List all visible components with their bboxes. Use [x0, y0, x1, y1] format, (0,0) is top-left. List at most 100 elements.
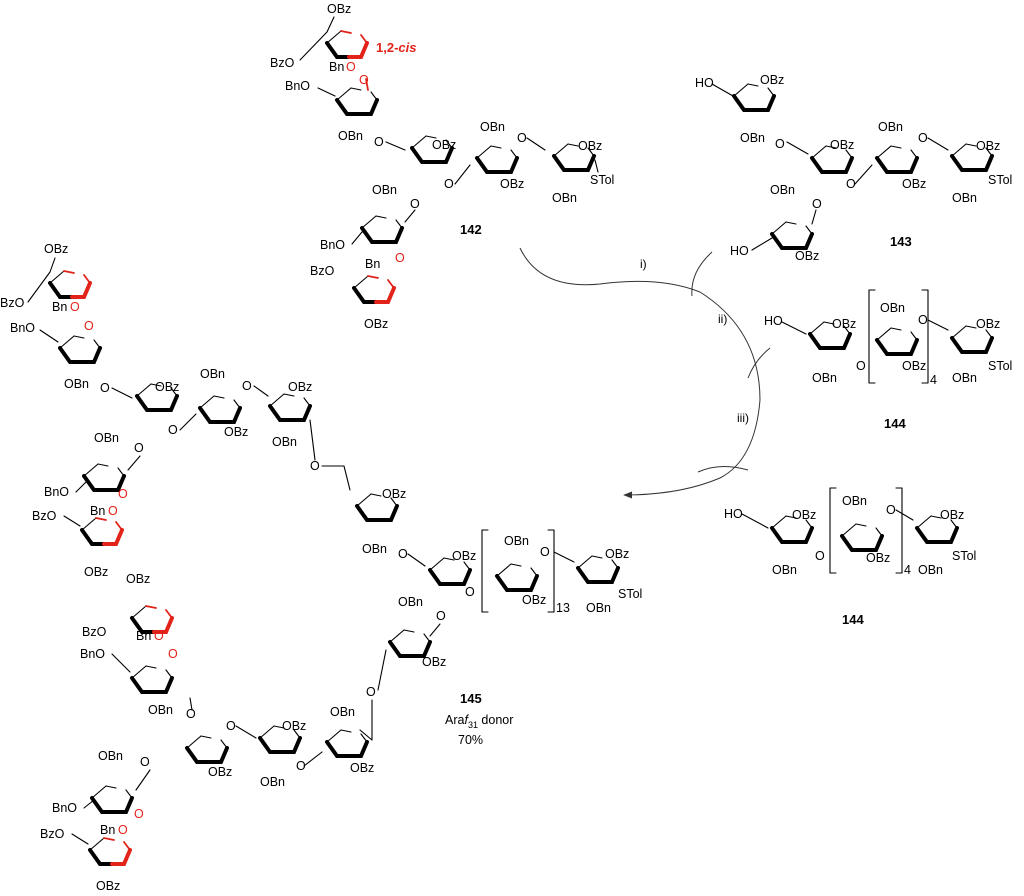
ho-label: HO: [730, 244, 749, 258]
obz-label: OBz: [288, 380, 312, 394]
bno-label: BnO: [320, 238, 345, 252]
compound-number: 144: [884, 416, 906, 431]
oxygen-red: O: [395, 251, 405, 265]
main-arc-arrow: [623, 291, 761, 499]
obz-label: OBz: [155, 380, 179, 394]
o-link: O: [186, 707, 196, 721]
obn-label: OBn: [812, 371, 837, 385]
bno-label: Bn: [329, 60, 344, 74]
compound-yield: 70%: [458, 733, 483, 747]
obz-label: OBz: [866, 551, 890, 565]
bno-label: Bn: [90, 504, 105, 518]
obz-label: OBz: [792, 508, 816, 522]
arc-feed-144-first: [747, 347, 771, 379]
bno-label: Bn: [52, 300, 67, 314]
o-link: O: [886, 503, 896, 517]
obz-label: OBz: [500, 177, 524, 191]
obn-label: OBn: [952, 191, 977, 205]
bno-label: Bn: [136, 629, 151, 643]
bno-label: BnO: [10, 321, 35, 335]
obz-label: OBz: [578, 139, 602, 153]
bzo-label: BzO: [0, 296, 25, 310]
o-link: O: [134, 441, 144, 455]
obz-label: OBz: [976, 139, 1000, 153]
compound-143: HO OBz OBn O OBz O OBn OBz O OBz OBn STo…: [695, 73, 1012, 263]
obn-label: OBn: [330, 705, 355, 719]
repeat-subscript: 13: [556, 601, 570, 615]
obz-label: OBz: [522, 593, 546, 607]
bno-label: Bn: [365, 257, 380, 271]
o-link: O: [856, 359, 866, 373]
obz-label: OBz: [976, 317, 1000, 331]
bno-label: BnO: [44, 485, 69, 499]
o-link: O: [812, 197, 822, 211]
o-link: O: [100, 381, 110, 395]
bzo-label: BzO: [32, 509, 57, 523]
obz-label: OBz: [327, 2, 351, 16]
condition-iii: iii): [737, 411, 749, 425]
o-link: O: [465, 585, 475, 599]
obn-label: OBn: [398, 595, 423, 609]
reaction-arrows: i) ii) iii): [519, 247, 771, 499]
obz-label: OBz: [830, 138, 854, 152]
bno-label: BnO: [52, 801, 77, 815]
oxygen-red: O: [134, 807, 144, 821]
compound-144-first: HO OBz OBn O OBn OBz O 4 OBz OBn STol 14…: [764, 289, 1012, 431]
obn-label: OBn: [586, 601, 611, 615]
repeat-subscript: 4: [904, 563, 911, 577]
bzo-label: BzO: [310, 264, 335, 278]
oxygen-red: O: [154, 629, 164, 643]
obz-label: OBz: [84, 565, 108, 579]
obz-label: OBz: [452, 549, 476, 563]
obz-label: OBz: [126, 572, 150, 586]
oxygen-red: O: [70, 300, 80, 314]
compound-number: 143: [890, 234, 912, 249]
obn-label: OBn: [338, 129, 363, 143]
o-link: O: [296, 759, 306, 773]
o-link: O: [398, 547, 408, 561]
stol-label: STol: [988, 173, 1012, 187]
obz-label: OBz: [350, 761, 374, 775]
obz-label: OBz: [902, 177, 926, 191]
condition-ii: ii): [718, 312, 727, 326]
o-link: O: [540, 545, 550, 559]
stol-label: STol: [618, 587, 642, 601]
obn-label: OBn: [94, 431, 119, 445]
oxygen-red: O: [359, 73, 369, 87]
bno-label: BnO: [80, 647, 105, 661]
oxygen-red: O: [118, 823, 128, 837]
condition-i: i): [640, 257, 647, 271]
obn-label: OBn: [842, 494, 867, 508]
obn-label: OBn: [98, 749, 123, 763]
o-link: O: [410, 197, 420, 211]
o-link: O: [444, 177, 454, 191]
obz-label: OBz: [795, 249, 819, 263]
obn-label: OBn: [552, 191, 577, 205]
oxygen-red: O: [108, 504, 118, 518]
obz-label: OBz: [224, 425, 248, 439]
stol-label: STol: [952, 549, 976, 563]
arc-feed-144-second: [697, 466, 749, 473]
obz-label: OBz: [44, 242, 68, 256]
repeat-subscript: 4: [930, 373, 937, 387]
o-link: O: [226, 719, 236, 733]
o-link: O: [366, 685, 376, 699]
arc-condition-i: [519, 247, 701, 293]
obz-label: OBz: [902, 359, 926, 373]
o-link: O: [775, 137, 785, 151]
bno-label: BnO: [285, 79, 310, 93]
obn-label: OBn: [918, 563, 943, 577]
obn-label: OBn: [770, 183, 795, 197]
obn-label: OBn: [504, 534, 529, 548]
compound-142: OBz BzO Bn O O 1,2-cis BnO OBn O OBz O O…: [270, 2, 614, 331]
compound-name: Araf31 donor: [445, 713, 513, 730]
oxygen-red: O: [168, 647, 178, 661]
o-link: O: [436, 609, 446, 623]
obn-label: OBn: [148, 703, 173, 717]
obz-label: OBz: [208, 765, 232, 779]
o-link: O: [846, 177, 856, 191]
oxygen-red: O: [346, 60, 356, 74]
obn-label: OBn: [880, 301, 905, 315]
ho-label: HO: [724, 507, 743, 521]
